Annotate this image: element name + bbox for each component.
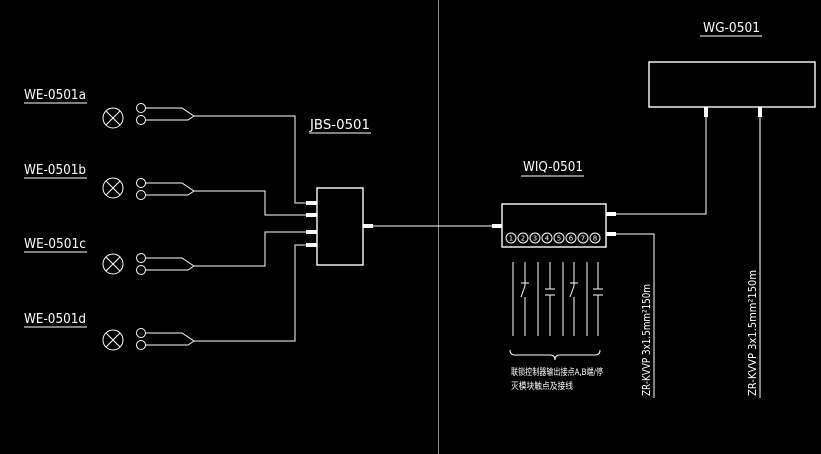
- output-connector: [606, 212, 616, 216]
- wire: [146, 340, 195, 346]
- wire: [146, 182, 306, 216]
- svg-text:7: 7: [581, 235, 585, 243]
- lamp-label-we-0501a: WE-0501a: [24, 88, 86, 103]
- wire: [146, 190, 195, 196]
- terminal-2: 2: [517, 232, 529, 244]
- terminal-6: 6: [565, 232, 577, 244]
- wire: [146, 244, 306, 342]
- controller-wiq-0501: WIQ-0501 1 2 3 4 5: [492, 160, 616, 248]
- interlock-note-line-2: 灭模块触点及接线: [511, 380, 573, 392]
- switch-contact-icon: [512, 262, 529, 336]
- input-connector: [306, 213, 317, 217]
- interlock-contacts: 联锁控制器输出接点A,B端/停 灭模块触点及接线: [509, 262, 603, 392]
- terminal-icon: [136, 265, 146, 275]
- svg-text:6: 6: [569, 235, 574, 243]
- lamp-label-we-0501b: WE-0501b: [24, 163, 86, 178]
- lamp-icon: [102, 177, 124, 199]
- lamp-icon: [102, 107, 124, 129]
- input-connector: [492, 224, 502, 228]
- cable-label-2: ZR-KVVP 3x1.5mm²150m: [746, 270, 759, 396]
- input-connector: [306, 230, 317, 234]
- controller-label: WIQ-0501: [523, 160, 583, 175]
- terminal-4: 4: [541, 232, 553, 244]
- terminal-7: 7: [577, 232, 589, 244]
- switch-contact-icon: [562, 262, 578, 336]
- lamp-label-we-0501d: WE-0501d: [24, 312, 86, 327]
- terminal-icon: [136, 115, 146, 125]
- junction-box-jbs-0501: JBS-0501: [306, 118, 373, 266]
- svg-text:1: 1: [509, 235, 513, 243]
- lamp-icon: [102, 253, 124, 275]
- panel-wg-0501: WG-0501: [648, 21, 816, 117]
- wire: [146, 265, 195, 271]
- lamp-group-we-0501c: WE-0501c: [24, 231, 306, 275]
- terminal-icon: [136, 178, 146, 188]
- terminal-icon: [136, 328, 146, 338]
- wire: [146, 107, 306, 204]
- lamp-group-we-0501b: WE-0501b: [24, 163, 306, 216]
- input-connector: [306, 243, 317, 247]
- terminal-3: 3: [529, 232, 541, 244]
- lamp-group-we-0501d: WE-0501d: [24, 244, 306, 351]
- cable-label-1: ZR-KVVP 3x1.5mm²150m: [640, 284, 653, 396]
- terminal-icon: [136, 340, 146, 350]
- terminal-icon: [136, 253, 146, 263]
- terminal-strip: 1 2 3 4 5 6 7: [505, 232, 601, 244]
- terminal-1: 1: [505, 232, 517, 244]
- svg-text:3: 3: [533, 235, 537, 243]
- capacitor-contact-icon: [537, 262, 555, 336]
- output-connector: [606, 232, 616, 236]
- terminal-icon: [136, 190, 146, 200]
- lamp-icon: [102, 329, 124, 351]
- panel-body: [648, 61, 816, 108]
- interlock-note-line-1: 联锁控制器输出接点A,B端/停: [511, 366, 603, 378]
- lamp-group-we-0501a: WE-0501a: [24, 88, 306, 204]
- terminal-5: 5: [553, 232, 565, 244]
- svg-text:8: 8: [593, 235, 597, 243]
- panel-label: WG-0501: [703, 21, 760, 36]
- svg-text:2: 2: [521, 235, 525, 243]
- panel-connector: [758, 107, 762, 117]
- terminal-icon: [136, 103, 146, 113]
- input-connector: [306, 201, 317, 205]
- wire: [146, 231, 306, 267]
- svg-text:4: 4: [545, 235, 550, 243]
- junction-box-label: JBS-0501: [309, 118, 370, 133]
- lamp-label-we-0501c: WE-0501c: [24, 237, 86, 252]
- output-connector: [363, 224, 373, 228]
- wire: [146, 115, 195, 121]
- junction-box-body: [316, 187, 364, 266]
- panel-connector: [704, 107, 708, 117]
- capacitor-contact-icon: [586, 262, 603, 336]
- wire-wiq-to-wg: [616, 117, 707, 215]
- cable-wiq-out: [616, 233, 655, 398]
- svg-text:5: 5: [557, 235, 561, 243]
- terminal-8: 8: [589, 232, 601, 244]
- brace-icon: [509, 349, 601, 361]
